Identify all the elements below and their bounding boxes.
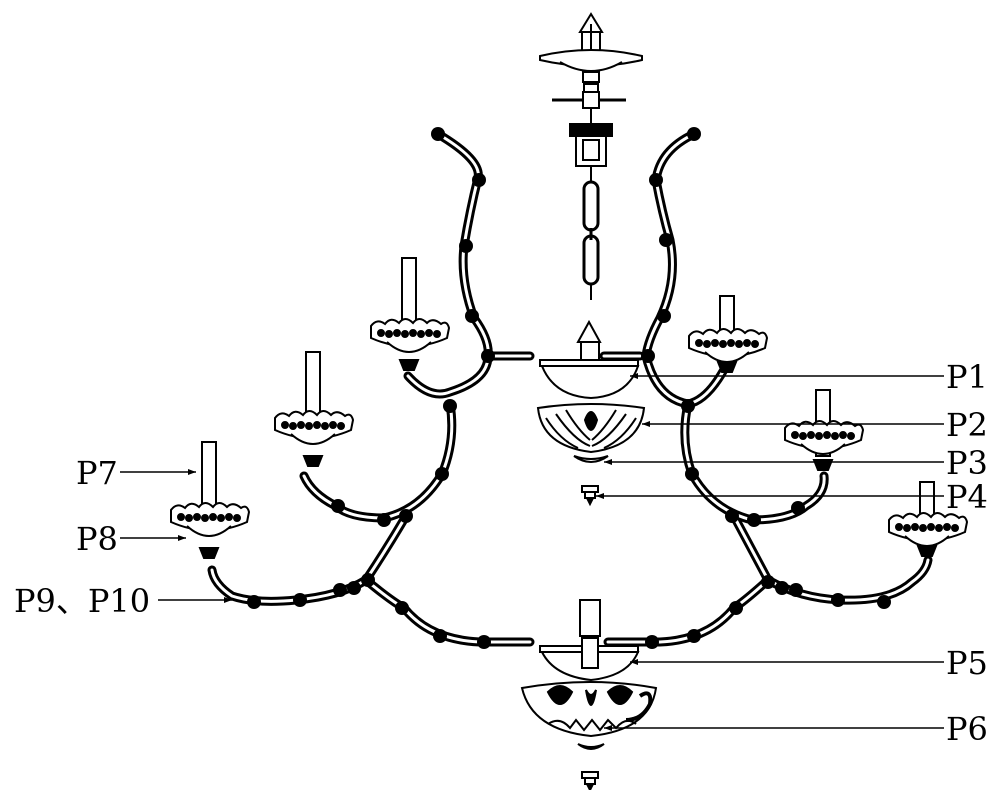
label-p3: P3 xyxy=(946,444,988,482)
finial-p4 xyxy=(581,485,599,507)
candle-cup-middle-left xyxy=(274,351,354,467)
candle-cup-upper-left xyxy=(370,257,450,371)
label-p8: P8 xyxy=(76,520,118,558)
candle-cup-lower-right xyxy=(888,481,968,557)
bowl-p6 xyxy=(520,681,658,750)
label-p4: P4 xyxy=(946,478,988,516)
label-p7: P7 xyxy=(76,454,118,492)
bottom-finial xyxy=(581,771,599,790)
candle-cup-lower-left xyxy=(170,441,250,559)
candle-cup-middle-right xyxy=(784,389,864,471)
leader-lines xyxy=(120,375,944,729)
leader-arrows xyxy=(178,373,650,731)
central-stem xyxy=(539,12,643,300)
label-p6: P6 xyxy=(946,710,988,748)
label-p1: P1 xyxy=(946,358,988,396)
candle-cup-upper-right xyxy=(688,295,768,373)
label-p2: P2 xyxy=(946,406,988,444)
label-p9-p10: P9、P10 xyxy=(14,582,150,620)
leaf-bowl-p2 xyxy=(536,403,646,454)
arm-joints xyxy=(247,127,891,649)
lower-body-p5 xyxy=(539,599,640,682)
cap-p3 xyxy=(573,455,609,463)
label-p5: P5 xyxy=(946,644,988,682)
upper-body-p1 xyxy=(539,319,640,400)
